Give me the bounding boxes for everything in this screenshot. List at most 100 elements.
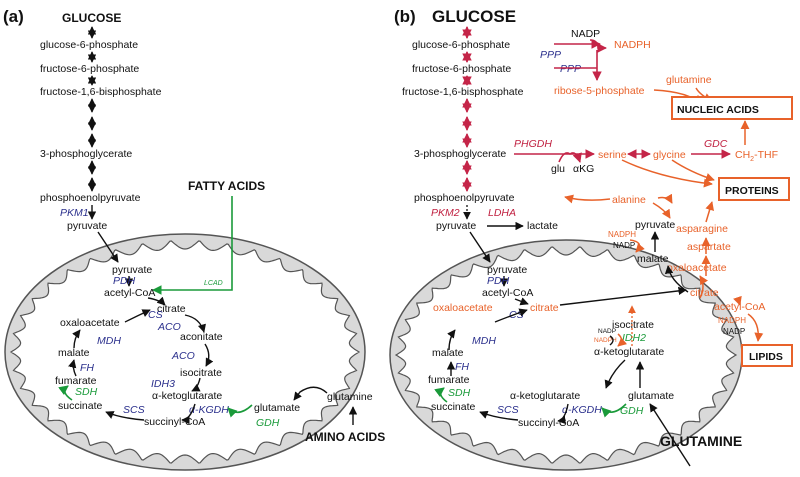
acetyl-coa-b: acetyl-CoA [482, 287, 533, 299]
mdh-a: MDH [97, 335, 121, 347]
cytosol-arrows-b [559, 193, 764, 342]
serine-b: serine [598, 149, 627, 161]
succinyl-coa-b: succinyl-CoA [518, 417, 579, 429]
lcad-a: LCAD [204, 280, 223, 287]
ldha-b: LDHA [488, 207, 516, 219]
akg-a: α-ketoglutarate [152, 390, 222, 402]
fh-b: FH [455, 361, 469, 373]
r5p-b: ribose-5-phosphate [554, 85, 645, 97]
akg2-b: α-ketoglutarate [510, 390, 580, 402]
lipids-box: LIPIDS [741, 344, 793, 367]
aco2-a: ACO [171, 350, 195, 362]
malate-c-b: malate [637, 253, 669, 265]
fumarate-a: fumarate [55, 375, 97, 387]
phgdh-b: PHGDH [514, 138, 552, 150]
gdh-b: GDH [620, 405, 644, 417]
nucleic-acids-box: NUCLEIC ACIDS [671, 96, 793, 120]
nadph-c-b: NADPH [608, 230, 636, 239]
gdh-a: GDH [256, 417, 280, 429]
citrate-b: citrate [530, 302, 559, 314]
mitochondrion-a [4, 233, 366, 471]
gdc-b: GDC [704, 138, 728, 150]
acetyl-coa-a: acetyl-CoA [104, 287, 155, 299]
akgdh-a: α-KGDH [189, 404, 229, 416]
aco1-a: ACO [157, 321, 181, 333]
f16bp-b: fructose-1,6-bisphosphate [402, 86, 524, 98]
oxaloacetate-cyto-b: oxaloacetate [667, 262, 727, 274]
pep-b: phosphoenolpyruvate [414, 192, 515, 204]
scs-b: SCS [497, 404, 519, 416]
asparagine-b: asparagine [676, 223, 728, 235]
proteins-label: PROTEINS [725, 185, 779, 197]
aconitate-a: aconitate [180, 331, 223, 343]
g6p-a: glucose-6-phosphate [40, 39, 138, 51]
g6p-b: glucose-6-phosphate [412, 39, 510, 51]
glucose-b: GLUCOSE [432, 7, 516, 26]
nadph-top-b: NADPH [614, 39, 651, 51]
glucose-a: GLUCOSE [62, 11, 121, 25]
idh3-a: IDH3 [151, 378, 175, 390]
aspartate-b: aspartate [687, 241, 731, 253]
f16bp-a: fructose-1,6-bisphosphate [40, 86, 162, 98]
glutamate-b: glutamate [628, 390, 674, 402]
glutamine-top-b: glutamine [666, 74, 712, 86]
sdh-b: SDH [448, 387, 471, 399]
akg-short-b: αKG [573, 163, 594, 175]
glycine-b: glycine [653, 149, 686, 161]
ppp-arrows-b [554, 39, 713, 105]
pg3-b: 3-phosphoglycerate [414, 148, 506, 160]
ppp1-b: PPP [540, 49, 561, 61]
nadph-mito-b: NADPH [594, 337, 617, 344]
amino-acids-a: AMINO ACIDS [305, 430, 385, 444]
succinyl-coa-a: succinyl-CoA [144, 416, 205, 428]
alanine-b: alanine [612, 194, 646, 206]
lipids-label: LIPIDS [749, 351, 783, 363]
nadph-l-b: NADPH [718, 316, 746, 325]
pkm1-a: PKM1 [60, 207, 89, 219]
pg3-a: 3-phosphoglycerate [40, 148, 132, 160]
mito-pyruvate-b: pyruvate [487, 264, 527, 276]
panel-b: (b) GLUCOSE glucose-6-phosphate fructose… [389, 7, 793, 471]
pep-a: phosphoenolpyruvate [40, 192, 141, 204]
glycolysis-arrows-b [462, 26, 524, 263]
oxaloacetate-a: oxaloacetate [60, 317, 120, 329]
succinate-b: succinate [431, 401, 476, 413]
nadp-l-b: NADP [723, 327, 745, 336]
succinate-a: succinate [58, 400, 103, 412]
cs-a: CS [148, 309, 163, 321]
malate-a: malate [58, 347, 90, 359]
pyruvate-c-b: pyruvate [635, 219, 675, 231]
scs-a: SCS [123, 404, 145, 416]
pkm2-b: PKM2 [431, 207, 460, 219]
nadp-mito-b: NADP [598, 328, 616, 335]
acetyl-coa-c-b: acetyl-CoA [714, 301, 765, 313]
mdh-b: MDH [472, 335, 496, 347]
citrate-a: citrate [157, 303, 186, 315]
akgdh-b: α-KGDH [562, 404, 602, 416]
isocitrate-b: isocitrate [612, 319, 654, 331]
tca-arrows-b [434, 297, 691, 467]
glycolysis-arrows-a [87, 26, 119, 263]
tca-arrows-a [58, 296, 358, 425]
glutamine-a: glutamine [327, 391, 373, 403]
panel-a: (a) GLUCOSE glucose-6-phosphate fructose… [3, 7, 385, 471]
pdh-a: PDH [113, 275, 136, 287]
sdh-a: SDH [75, 386, 98, 398]
proteins-box: PROTEINS [718, 177, 790, 201]
malate-b: malate [432, 347, 464, 359]
f6p-a: fructose-6-phosphate [40, 63, 139, 75]
pyruvate-a: pyruvate [67, 220, 107, 232]
lactate-b: lactate [527, 220, 558, 232]
f6p-b: fructose-6-phosphate [412, 63, 511, 75]
ch2thf-b: CH2-THF [735, 149, 778, 163]
glu-b: glu [551, 163, 565, 175]
panel-a-label: (a) [3, 7, 24, 26]
mito-pyruvate-a: pyruvate [112, 264, 152, 276]
akg-b: α-ketoglutarate [594, 346, 664, 358]
citrate-c-b: citrate [690, 287, 719, 299]
glutamine-bottom-b: GLUTAMINE [660, 433, 742, 449]
fh-a: FH [80, 362, 94, 374]
fumarate-b: fumarate [428, 374, 470, 386]
nadp-c-b: NADP [613, 241, 635, 250]
